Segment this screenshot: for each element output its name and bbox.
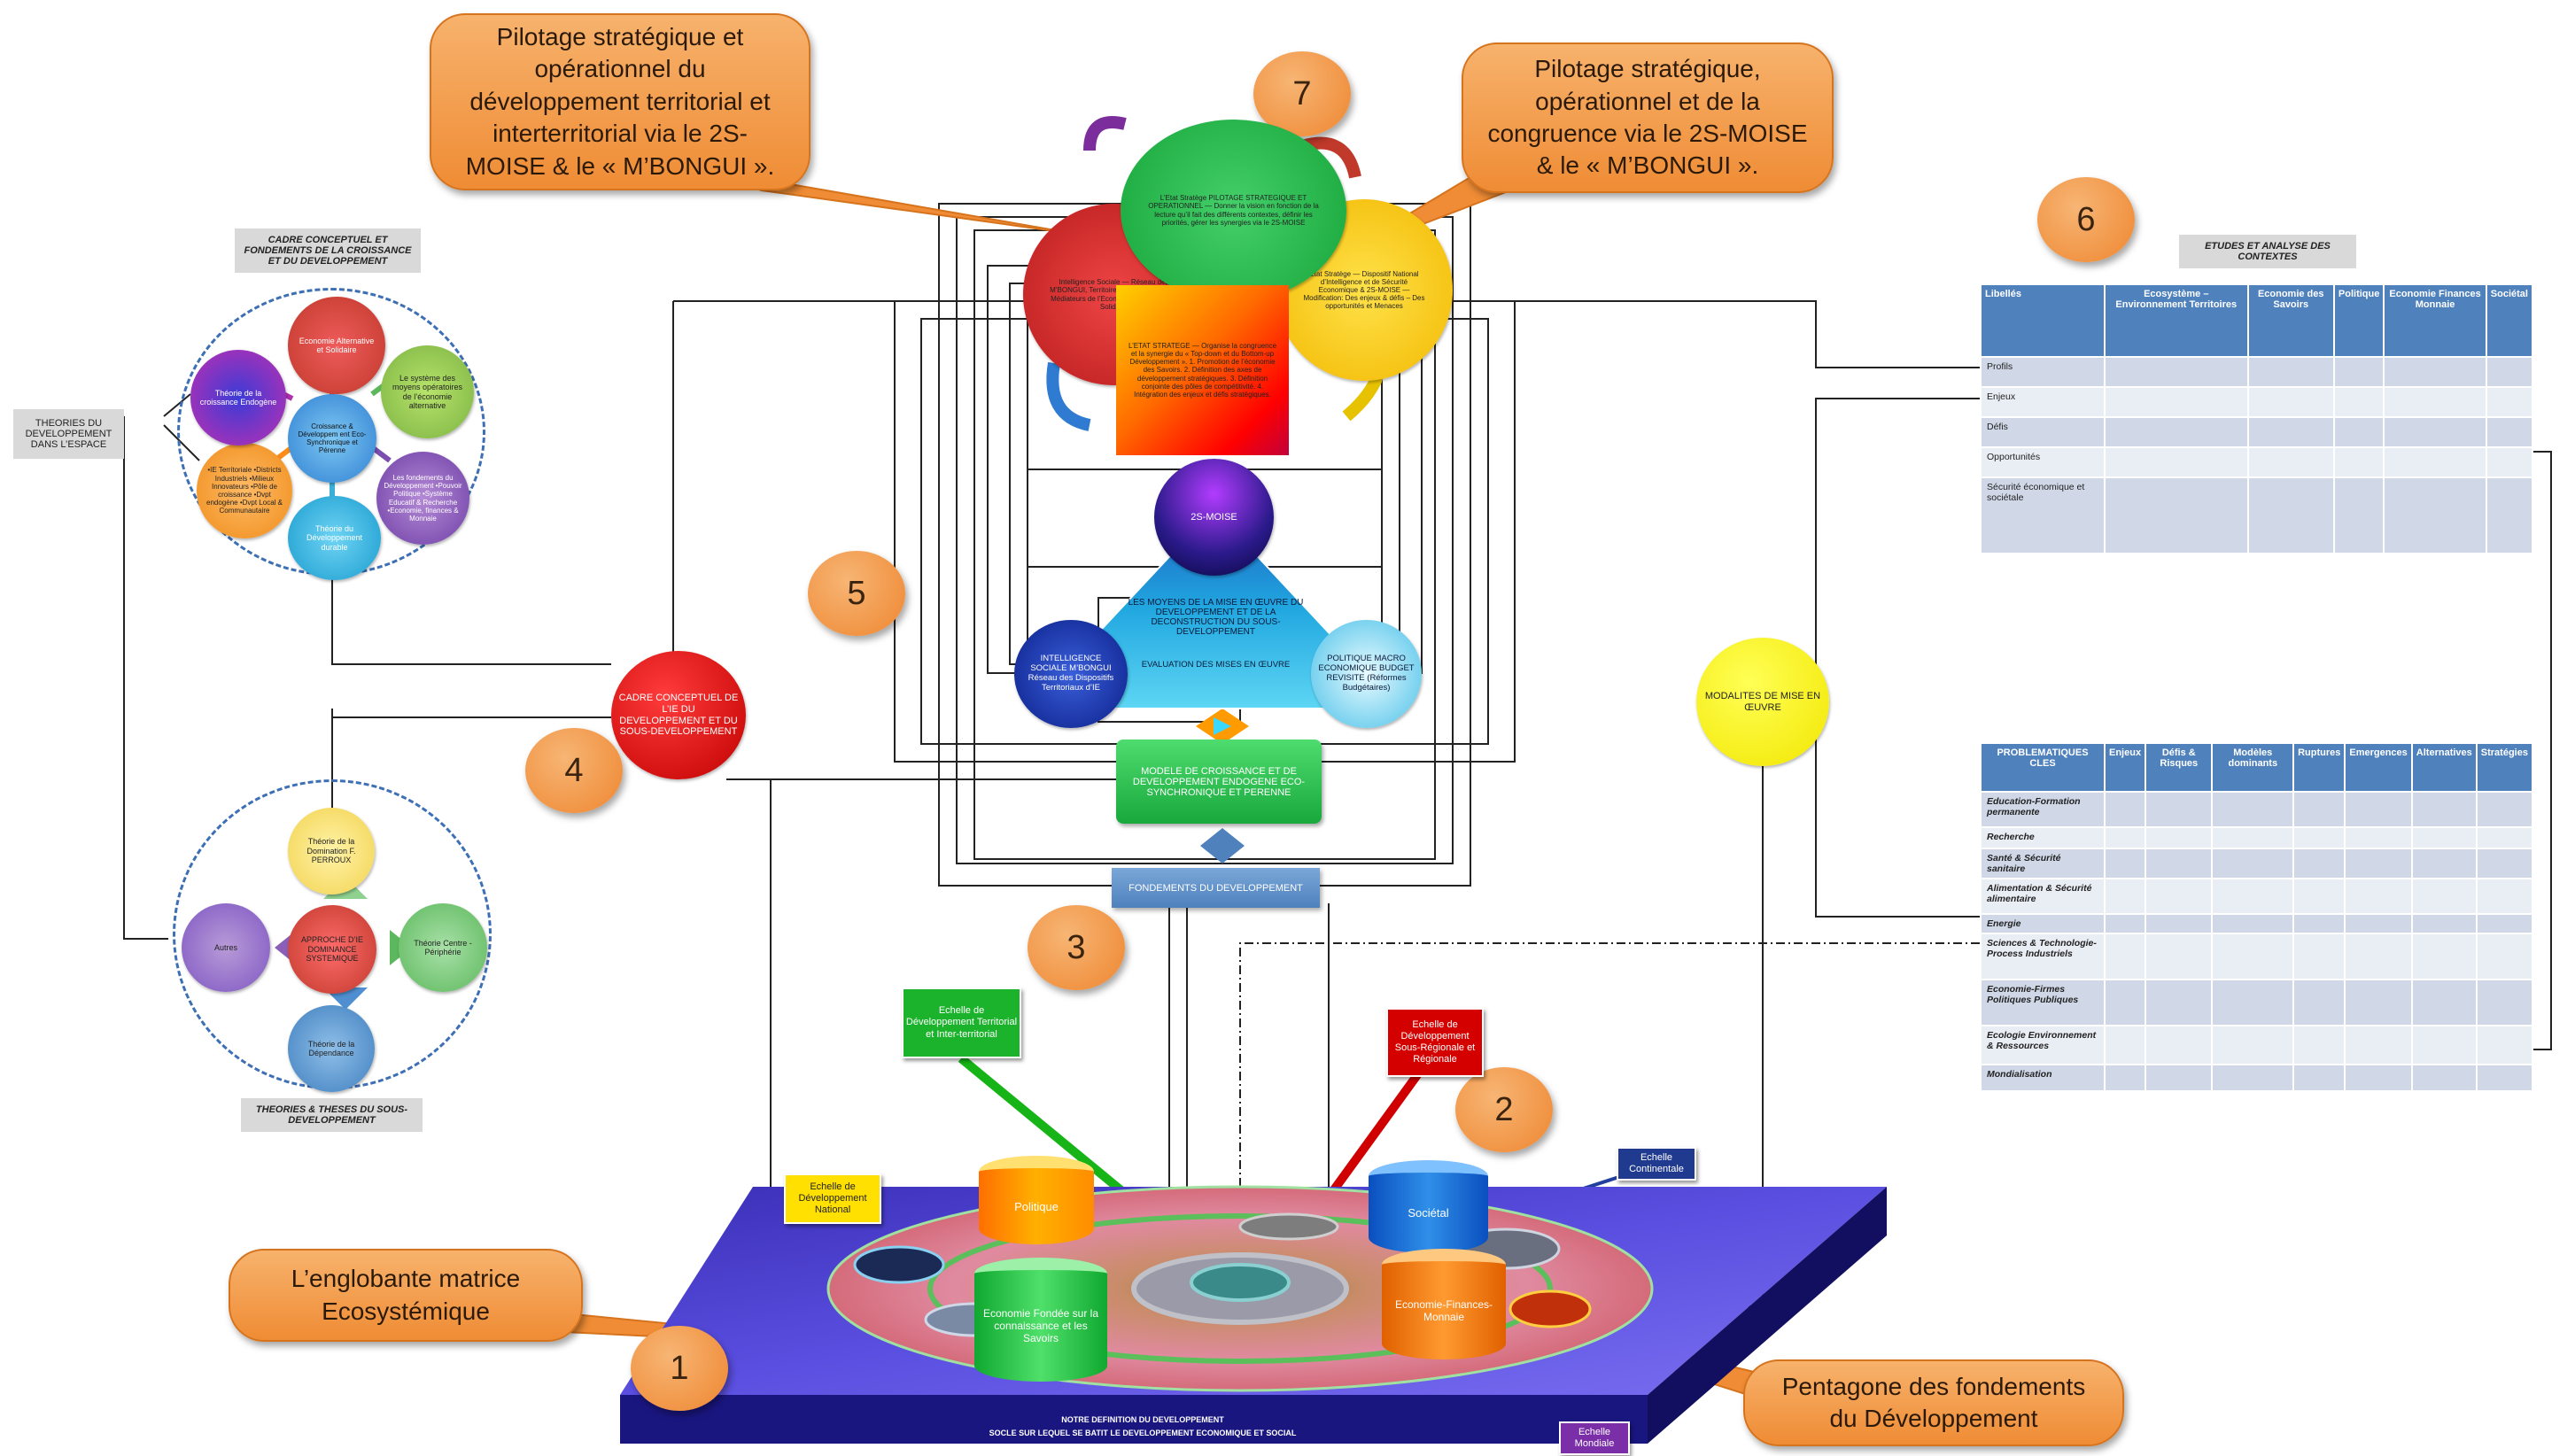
etudes-header: Libellés xyxy=(1980,283,2106,358)
etat-stratege-box: L’ETAT STRATEGE — Organise la congruence… xyxy=(1116,285,1289,455)
row-label: Recherche xyxy=(1980,826,2106,849)
triangle-moyens-text: LES MOYENS DE LA MISE EN ŒUVRE DU DEVELO… xyxy=(1128,598,1304,637)
callout-pilotage-territorial: Pilotage stratégique et opérationnel du … xyxy=(430,13,811,190)
fondements-box: FONDEMENTS DU DEVELOPPEMENT xyxy=(1112,868,1320,908)
etudes-title: ETUDES ET ANALYSE DES CONTEXTES xyxy=(2179,235,2356,268)
problematiques-header: Défis & Risques xyxy=(2145,742,2214,793)
row-label: Défis xyxy=(1980,416,2106,448)
pilotage-green-circle: L’Etat Stratège PILOTAGE STRATEGIQUE ET … xyxy=(1121,120,1346,301)
table-row: Education-Formation permanente xyxy=(1980,791,2534,828)
table-row: Sciences & Technologie-Process Industrie… xyxy=(1980,933,2534,980)
bubble-fondements-developpement: Les fondements du Développement •Pouvoir… xyxy=(376,452,469,545)
problematiques-header-row: PROBLEMATIQUES CLES Enjeux Défis & Risqu… xyxy=(1980,742,2534,793)
row-label: Sécurité économique et sociétale xyxy=(1980,476,2106,554)
row-label: Profils xyxy=(1980,356,2106,388)
problematiques-header: Emergences xyxy=(2344,742,2413,793)
step-badge-6: 6 xyxy=(2037,177,2135,262)
table-row: Profils xyxy=(1980,356,2534,388)
problematiques-header: Enjeux xyxy=(2103,742,2147,793)
table-row: Recherche xyxy=(1980,826,2534,849)
cadre-ie-circle: CADRE CONCEPTUEL DE L’IE DU DEVELOPPEMEN… xyxy=(611,651,746,779)
problematiques-table: PROBLEMATIQUES CLES Enjeux Défis & Risqu… xyxy=(1980,742,2534,1092)
theories-sous-dev-title: THEORIES & THESES DU SOUS-DEVELOPPEMENT xyxy=(241,1098,423,1132)
etudes-header-row: Libellés Ecosystème – Environnement Terr… xyxy=(1980,283,2534,358)
table-row: Défis xyxy=(1980,416,2534,448)
scale-mondial: Echelle Mondiale xyxy=(1559,1421,1630,1455)
etudes-table: Libellés Ecosystème – Environnement Terr… xyxy=(1980,283,2534,554)
cylinder-politique: Politique xyxy=(979,1156,1094,1244)
table-row: Energie xyxy=(1980,913,2534,934)
callout-text: Pilotage stratégique et opérationnel du … xyxy=(465,23,775,180)
callout-matrice-ecosystemique: L’englobante matrice Ecosystémique xyxy=(229,1249,583,1342)
bubble-systeme-moyens: Le système des moyens opératoires de l’é… xyxy=(381,345,474,438)
row-label: Education-Formation permanente xyxy=(1980,791,2106,828)
bubble-developpement-durable: Théorie du Développement durable xyxy=(288,496,381,580)
etudes-header: Ecosystème – Environnement Territoires xyxy=(2104,283,2249,358)
problematiques-header: Alternatives xyxy=(2410,742,2478,793)
callout-pilotage-congruence: Pilotage stratégique, opérationnel et de… xyxy=(1462,43,1834,193)
table-row: Sécurité économique et sociétale xyxy=(1980,476,2534,554)
etudes-header: Economie Finances Monnaie xyxy=(2383,283,2487,358)
bubble-approche-ie: APPROCHE D’IE DOMINANCE SYSTEMIQUE xyxy=(288,905,376,994)
row-label: Alimentation & Sécurité alimentaire xyxy=(1980,878,2106,915)
table-row: Enjeux xyxy=(1980,386,2534,418)
etudes-header: Politique xyxy=(2332,283,2385,358)
step-badge-3: 3 xyxy=(1028,905,1125,990)
cylinder-economie-savoirs: Economie Fondée sur la connaissance et l… xyxy=(974,1258,1107,1382)
intelligence-sociale-circle: INTELLIGENCE SOCIALE M’BONGUI Réseau des… xyxy=(1014,620,1128,728)
modele-croissance-box: MODELE DE CROISSANCE ET DE DEVELOPPEMENT… xyxy=(1116,740,1322,824)
row-label: Opportunités xyxy=(1980,446,2106,478)
modalites-circle: MODALITES DE MISE EN ŒUVRE xyxy=(1696,638,1829,766)
bubble-ie-territoriale: •IE Territoriale •Districts Industriels … xyxy=(197,443,292,538)
cylinder-economie-finances: Economie-Finances-Monnaie xyxy=(1382,1249,1506,1359)
row-label: Santé & Sécurité sanitaire xyxy=(1980,848,2106,879)
triangle-evaluation-text: EVALUATION DES MISES EN ŒUVRE xyxy=(1141,659,1291,670)
callout-text: Pilotage stratégique, opérationnel et de… xyxy=(1487,55,1808,180)
step-badge-2: 2 xyxy=(1455,1067,1553,1152)
bubble-centre-peripherie: Théorie Centre - Périphérie xyxy=(399,903,487,992)
step-badge-4: 4 xyxy=(525,728,623,813)
row-label: Enjeux xyxy=(1980,386,2106,418)
table-row: Opportunités xyxy=(1980,446,2534,478)
step-badge-7: 7 xyxy=(1253,51,1351,136)
cylinder-societal: Sociétal xyxy=(1369,1160,1488,1253)
problematiques-header: Modèles dominants xyxy=(2211,742,2295,793)
bubble-theorie-dependance: Théorie de la Dépendance xyxy=(288,1005,375,1092)
theories-developpement-box: THEORIES DU DEVELOPPEMENT DANS L’ESPACE xyxy=(13,409,124,459)
politique-macro-circle: POLITIQUE MACRO ECONOMIQUE BUDGET REVISI… xyxy=(1311,620,1422,728)
cadre-conceptuel-title: CADRE CONCEPTUEL ET FONDEMENTS DE LA CRO… xyxy=(235,228,421,273)
bubble-theorie-domination: Théorie de la Domination F. PERROUX xyxy=(288,808,375,895)
moise-circle: 2S-MOISE xyxy=(1154,459,1274,576)
table-row: Economie-Firmes Politiques Publiques xyxy=(1980,979,2534,1026)
callout-pentagone: Pentagone des fondements du Développemen… xyxy=(1743,1359,2124,1446)
table-row: Mondialisation xyxy=(1980,1064,2534,1092)
bubble-croissance-endogene: Théorie de la croissance Endogène xyxy=(190,350,286,445)
problematiques-header: Ruptures xyxy=(2292,742,2346,793)
row-label: Energie xyxy=(1980,913,2106,934)
table-row: Alimentation & Sécurité alimentaire xyxy=(1980,878,2534,915)
row-label: Sciences & Technologie-Process Industrie… xyxy=(1980,933,2106,980)
table-row: Ecologie Environnement & Ressources xyxy=(1980,1025,2534,1065)
scale-national: Echelle de Développement National xyxy=(784,1173,881,1224)
row-label: Mondialisation xyxy=(1980,1064,2106,1092)
scale-regional: Echelle de Développement Sous-Régionale … xyxy=(1386,1008,1484,1077)
step-badge-1: 1 xyxy=(631,1326,728,1411)
problematiques-header: PROBLEMATIQUES CLES xyxy=(1980,742,2106,793)
bubble-autres: Autres xyxy=(182,903,270,992)
step-badge-5: 5 xyxy=(808,551,905,636)
scale-territorial: Echelle de Développement Territorial et … xyxy=(902,987,1021,1058)
etudes-header: Economie des Savoirs xyxy=(2246,283,2335,358)
problematiques-header: Stratégies xyxy=(2475,742,2534,793)
platform-caption-definition: NOTRE DEFINITION DU DEVELOPPEMENT xyxy=(1061,1414,1224,1424)
platform-caption-socle: SOCLE SUR LEQUEL SE BATIT LE DEVELOPPEME… xyxy=(989,1428,1297,1437)
table-row: Santé & Sécurité sanitaire xyxy=(1980,848,2534,879)
row-label: Economie-Firmes Politiques Publiques xyxy=(1980,979,2106,1026)
etudes-header: Sociétal xyxy=(2485,283,2534,358)
bubble-croissance-center: Croissance & Développem ent Eco-Synchron… xyxy=(288,394,376,483)
callout-text: L’englobante matrice Ecosystémique xyxy=(291,1265,521,1325)
scale-continental: Echelle Continentale xyxy=(1617,1147,1696,1181)
bubble-economie-alternative: Economie Alternative et Solidaire xyxy=(288,297,385,394)
callout-text: Pentagone des fondements du Développemen… xyxy=(1781,1372,2086,1432)
row-label: Ecologie Environnement & Ressources xyxy=(1980,1025,2106,1065)
